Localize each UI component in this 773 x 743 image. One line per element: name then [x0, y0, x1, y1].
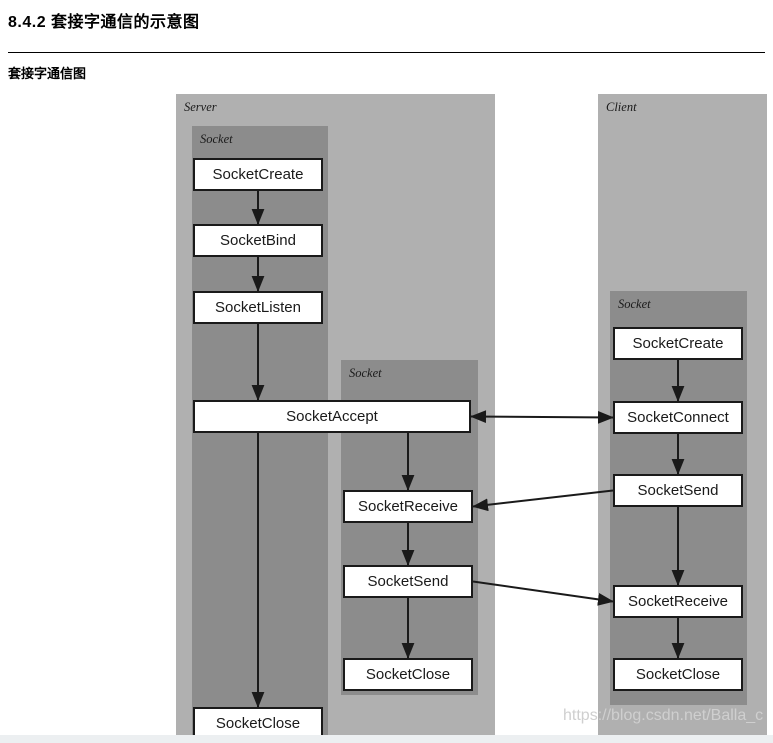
panel-label-server-socket-listen: Socket — [200, 132, 233, 146]
node-label: SocketConnect — [627, 409, 729, 426]
node-cli-send[interactable]: SocketSend — [613, 474, 743, 507]
node-cli-receive[interactable]: SocketReceive — [613, 585, 743, 618]
node-label: SocketCreate — [632, 335, 724, 352]
panel-label-client-socket: Socket — [618, 297, 651, 311]
watermark-text: https://blog.csdn.net/Balla_c — [563, 707, 764, 724]
page-title: 8.4.2 套接字通信的示意图 — [8, 14, 200, 31]
node-label: SocketListen — [215, 299, 301, 316]
node-srv-bind[interactable]: SocketBind — [193, 224, 323, 257]
node-label: SocketSend — [367, 573, 449, 590]
node-label: SocketBind — [220, 232, 296, 249]
node-srv-listen[interactable]: SocketListen — [193, 291, 323, 324]
node-label: SocketReceive — [627, 593, 729, 610]
node-label: SocketClose — [635, 666, 721, 683]
node-srv-create[interactable]: SocketCreate — [193, 158, 323, 191]
panel-label-server: Server — [184, 100, 217, 114]
node-srv-receive[interactable]: SocketReceive — [343, 490, 473, 523]
page-bottom-strip — [0, 735, 773, 743]
node-label: SocketAccept — [286, 408, 378, 425]
node-srv-send[interactable]: SocketSend — [343, 565, 473, 598]
node-label: SocketClose — [365, 666, 451, 683]
node-label: SocketClose — [215, 715, 301, 732]
panel-label-client: Client — [606, 100, 637, 114]
figure-caption: 套接字通信图 — [8, 66, 87, 81]
node-label: SocketSend — [637, 482, 719, 499]
node-cli-close[interactable]: SocketClose — [613, 658, 743, 691]
node-cli-connect[interactable]: SocketConnect — [613, 401, 743, 434]
node-srv-accept[interactable]: SocketAccept — [193, 400, 471, 433]
node-cli-create[interactable]: SocketCreate — [613, 327, 743, 360]
node-label: SocketReceive — [357, 498, 459, 515]
node-label: SocketCreate — [212, 166, 304, 183]
panel-label-server-socket-conn: Socket — [349, 366, 382, 380]
node-srv-close1[interactable]: SocketClose — [193, 707, 323, 740]
node-srv-close2[interactable]: SocketClose — [343, 658, 473, 691]
section-divider — [8, 52, 765, 53]
